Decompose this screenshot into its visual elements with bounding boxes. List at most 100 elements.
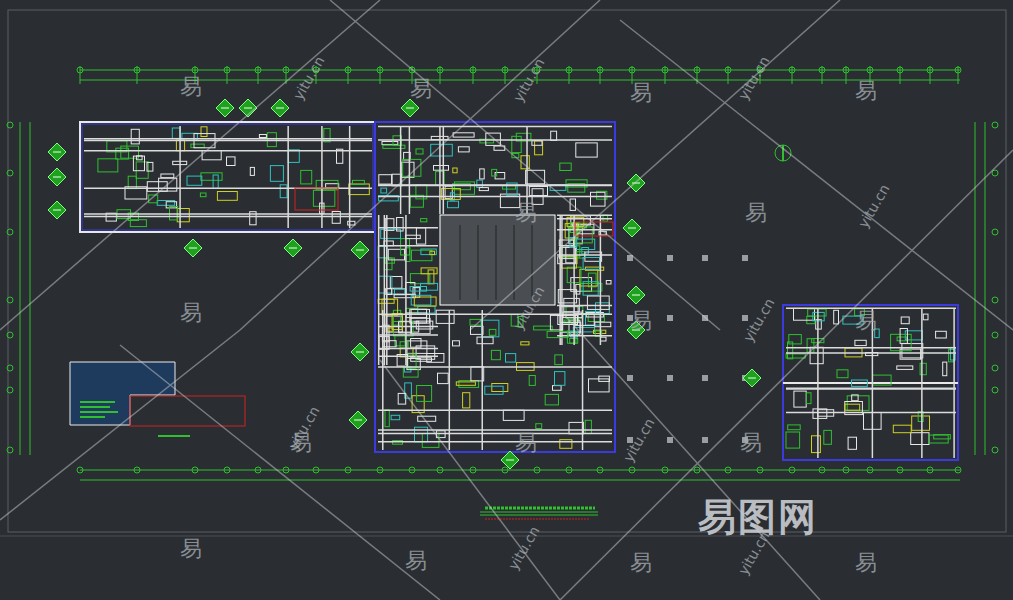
room-detail [788, 425, 801, 430]
room-detail [897, 337, 907, 341]
room-detail [788, 342, 793, 359]
room-detail [808, 309, 826, 316]
room-detail [227, 157, 236, 166]
room-detail [873, 375, 892, 385]
axis-bubble [757, 467, 763, 473]
room-detail [553, 386, 562, 391]
column-grid [627, 255, 748, 443]
dimension-tick [728, 66, 729, 84]
section-diamond [48, 143, 66, 161]
room-detail [583, 282, 598, 296]
axis-bubble [992, 365, 998, 371]
partition-wall [400, 126, 402, 214]
room-detail [393, 310, 400, 325]
room-detail [901, 317, 909, 324]
section-diamond [627, 286, 645, 304]
room-detail [448, 201, 459, 208]
room-detail [408, 354, 416, 368]
room-detail [786, 354, 805, 358]
room-detail [834, 310, 839, 324]
room-detail [348, 221, 355, 225]
watermark: 易图网 [698, 492, 818, 543]
axis-bubble [409, 467, 415, 473]
room-detail [326, 184, 339, 188]
room-detail [250, 167, 254, 175]
partition-wall [378, 429, 612, 431]
axis-bubble [470, 467, 476, 473]
axis-bubble [134, 467, 140, 473]
room-detail [332, 212, 340, 224]
structural-column [702, 375, 708, 381]
partition-wall [921, 308, 923, 458]
room-detail [133, 156, 144, 171]
axis-bubble [7, 122, 13, 128]
room-detail [399, 322, 412, 333]
sheet-line [0, 536, 1013, 537]
room-detail [416, 228, 425, 244]
room-detail [172, 128, 180, 138]
partition-wall [582, 310, 584, 450]
left-wing-outline [82, 124, 373, 230]
watermark: 易 [740, 428, 762, 458]
room-detail [391, 415, 400, 419]
room-detail [403, 367, 418, 377]
room-detail [477, 337, 493, 344]
room-detail [934, 435, 951, 439]
partition-wall [378, 313, 612, 315]
room-detail [480, 169, 485, 179]
room-detail [416, 149, 423, 154]
room-detail [412, 250, 432, 261]
room-detail [401, 239, 410, 255]
dimension-tick [958, 66, 959, 84]
section-diamond [349, 411, 367, 429]
partition-wall [378, 410, 612, 412]
partition-wall [817, 308, 819, 458]
room-detail [397, 355, 408, 367]
left-wing-wall [80, 122, 375, 232]
diamond-bar [289, 248, 297, 249]
axis-bubble [502, 467, 508, 473]
partition-wall [349, 126, 351, 228]
axis-bubble [224, 467, 230, 473]
room-detail [136, 162, 148, 178]
partition-wall [287, 126, 289, 228]
room-detail [479, 188, 488, 191]
watermark: 易 [180, 298, 202, 328]
dimension-lines [20, 70, 985, 480]
watermark: 易 [515, 428, 537, 458]
room-detail [794, 391, 806, 407]
room-detail [521, 342, 529, 345]
room-detail [536, 424, 542, 429]
room-detail [382, 142, 398, 145]
section-diamond [48, 168, 66, 186]
room-detail [848, 437, 856, 449]
dimension-tick [930, 66, 931, 84]
watermark: 易 [515, 198, 537, 228]
partition-wall [378, 215, 380, 365]
axis-markers [7, 66, 998, 473]
room-detail [427, 354, 444, 363]
partition-wall [378, 196, 612, 198]
dimension-tick [792, 66, 793, 84]
partition-wall [405, 215, 407, 365]
room-detail [852, 395, 858, 401]
dimension-tick [473, 66, 474, 84]
diamond-bar [276, 108, 284, 109]
room-detail [545, 394, 558, 405]
room-detail [395, 289, 405, 295]
partition-wall [786, 347, 956, 349]
structural-column [742, 255, 748, 261]
room-detail [413, 288, 420, 298]
structural-column [702, 437, 708, 443]
axis-bubble [819, 467, 825, 473]
axis-bubble [77, 467, 83, 473]
room-detail [923, 314, 928, 320]
partition-wall [378, 245, 438, 247]
dimension-tick [258, 66, 259, 84]
room-detail [893, 425, 911, 433]
room-detail [456, 382, 475, 385]
axis-bubble [789, 467, 795, 473]
axis-bubble [192, 467, 198, 473]
axis-bubble [992, 447, 998, 453]
partition-wall [378, 334, 438, 336]
